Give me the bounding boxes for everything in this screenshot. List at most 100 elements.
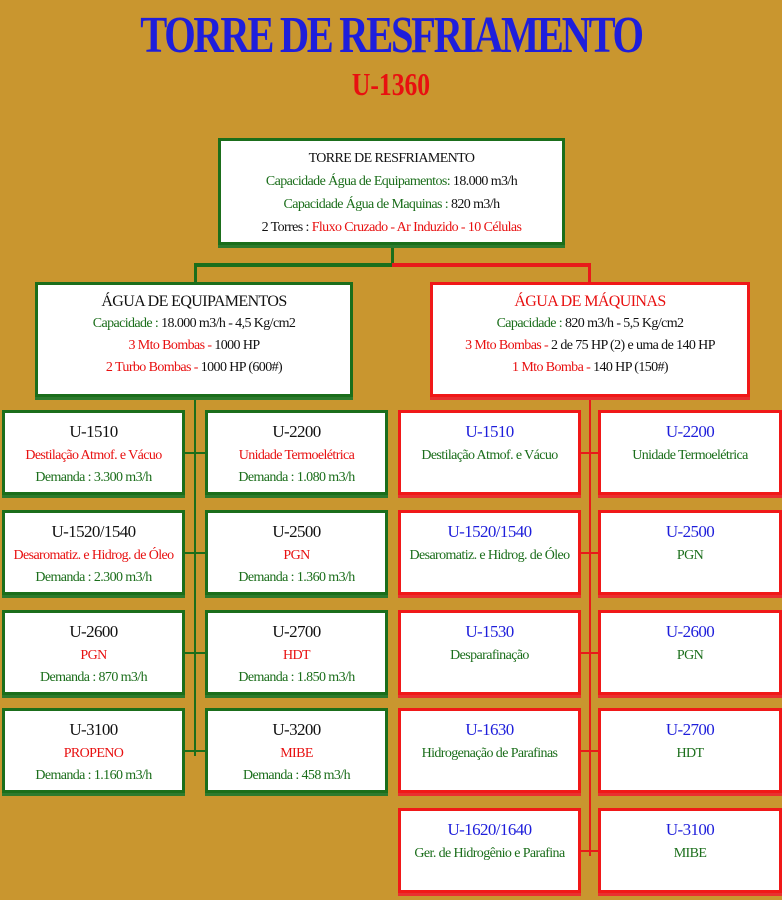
unit-description: Hidrogenação de Parafinas <box>421 746 558 761</box>
unit-code: U-3100 <box>665 820 715 839</box>
label: 2 Torres : <box>261 220 310 235</box>
machine-unit-box: U-1510 Destilação Atmof. e Vácuo <box>398 410 581 495</box>
label: Capacidade : <box>92 316 159 331</box>
connector <box>194 263 392 267</box>
cooling-tower-box: TORRE DE RESFRIAMENTO Capacidade Água de… <box>218 138 565 245</box>
connector <box>185 452 205 454</box>
unit-description: MIBE <box>280 746 313 761</box>
unit-description: Desaromatiz. e Hidrog. de Óleo <box>13 548 174 563</box>
unit-demand: Demanda : 2.300 m3/h <box>35 570 152 585</box>
machine-unit-box: U-1530 Desparafinação <box>398 610 581 695</box>
connector <box>581 552 598 554</box>
equipment-unit-box: U-2700 HDT Demanda : 1.850 m3/h <box>205 610 388 695</box>
unit-code: U-2700 <box>665 720 715 739</box>
label: 2 Turbo Bombas - <box>105 360 199 375</box>
unit-description: PGN <box>283 548 310 563</box>
unit-code: U-2600 <box>69 622 118 641</box>
unit-demand: Demanda : 1.160 m3/h <box>35 768 152 783</box>
label: Capacidade : <box>496 316 563 331</box>
connector <box>581 850 598 852</box>
label: 3 Mto Bombas - <box>465 338 549 353</box>
unit-code: U-1520/1540 <box>447 522 532 541</box>
machine-unit-box: U-1520/1540 Desaromatiz. e Hidrog. de Ól… <box>398 510 581 595</box>
value: 2 de 75 HP (2) e uma de 140 HP <box>551 338 715 353</box>
unit-code: U-2600 <box>665 622 715 641</box>
machine-water-box: ÁGUA DE MÁQUINAS Capacidade : 820 m3/h -… <box>430 282 750 397</box>
unit-demand: Demanda : 1.360 m3/h <box>238 570 355 585</box>
unit-code: U-3200 <box>272 720 321 739</box>
unit-description: Unidade Termoelétrica <box>632 448 748 463</box>
unit-description: PGN <box>676 548 704 563</box>
unit-demand: Demanda : 1.850 m3/h <box>238 670 355 685</box>
connector <box>581 452 598 454</box>
value: 820 m3/h <box>450 197 500 212</box>
connector <box>391 245 394 265</box>
equipment-unit-box: U-2500 PGN Demanda : 1.360 m3/h <box>205 510 388 595</box>
equipment-unit-box: U-3200 MIBE Demanda : 458 m3/h <box>205 708 388 793</box>
connector <box>581 750 598 752</box>
unit-description: Desaromatiz. e Hidrog. de Óleo <box>409 548 570 563</box>
unit-description: Ger. de Hidrogênio e Parafina <box>414 846 565 861</box>
unit-code: U-2500 <box>665 522 715 541</box>
connector <box>185 750 205 752</box>
equipment-water-box: ÁGUA DE EQUIPAMENTOS Capacidade : 18.000… <box>35 282 353 397</box>
equip-trunk-line <box>194 398 196 756</box>
unit-code: U-1520/1540 <box>51 522 136 541</box>
unit-description: PGN <box>80 648 107 663</box>
machine-unit-box: U-2200 Unidade Termoelétrica <box>598 410 782 495</box>
diagram-title: TORRE DE RESFRIAMENTO <box>140 7 644 64</box>
connector <box>392 263 590 267</box>
label: 3 Mto Bombas - <box>128 338 212 353</box>
equipment-unit-box: U-2200 Unidade Termoelétrica Demanda : 1… <box>205 410 388 495</box>
unit-description: Destilação Atmof. e Vácuo <box>421 448 558 463</box>
unit-demand: Demanda : 458 m3/h <box>242 768 351 783</box>
equipment-unit-box: U-3100 PROPENO Demanda : 1.160 m3/h <box>2 708 185 793</box>
label: Capacidade Água de Equipamentos: <box>265 174 451 189</box>
value: 18.000 m3/h <box>452 174 518 189</box>
unit-code: U-2200 <box>272 422 321 441</box>
machine-unit-box: U-2600 PGN <box>598 610 782 695</box>
unit-code: U-2200 <box>665 422 715 441</box>
value: 18.000 m3/h - 4,5 Kg/cm2 <box>161 316 296 331</box>
unit-code: U-3100 <box>69 720 118 739</box>
unit-code: U-2700 <box>272 622 321 641</box>
unit-description: Unidade Termoelétrica <box>238 448 355 463</box>
unit-code: U-1620/1640 <box>447 820 532 839</box>
connector <box>185 652 205 654</box>
connector <box>185 552 205 554</box>
unit-demand: Demanda : 870 m3/h <box>39 670 148 685</box>
unit-description: PGN <box>676 648 704 663</box>
value: 820 m3/h - 5,5 Kg/cm2 <box>564 316 684 331</box>
unit-description: HDT <box>283 648 311 663</box>
unit-code: U-1530 <box>465 622 514 641</box>
connector <box>194 263 197 283</box>
value: 140 HP (150#) <box>593 360 669 375</box>
value: Fluxo Cruzado - Ar Induzido - 10 Células <box>311 220 522 235</box>
label: 1 Mto Bomba - <box>512 360 591 375</box>
unit-description: PROPENO <box>63 746 124 761</box>
maq-trunk-line <box>589 398 591 856</box>
machine-unit-box: U-1620/1640 Ger. de Hidrogênio e Parafin… <box>398 808 581 893</box>
unit-code: U-1510 <box>69 422 118 441</box>
unit-code: U-1630 <box>465 720 514 739</box>
box-heading: TORRE DE RESFRIAMENTO <box>308 151 475 166</box>
unit-code: U-1510 <box>465 422 514 441</box>
equipment-unit-box: U-1520/1540 Desaromatiz. e Hidrog. de Ól… <box>2 510 185 595</box>
label: Capacidade Água de Maquinas : <box>283 197 449 212</box>
unit-code: U-2500 <box>272 522 321 541</box>
equipment-unit-box: U-2600 PGN Demanda : 870 m3/h <box>2 610 185 695</box>
connector <box>588 263 591 283</box>
unit-description: MIBE <box>673 846 707 861</box>
equipment-unit-box: U-1510 Destilação Atmof. e Vácuo Demanda… <box>2 410 185 495</box>
box-heading: ÁGUA DE MÁQUINAS <box>514 293 666 310</box>
unit-description: Desparafinação <box>450 648 529 663</box>
value: 1000 HP <box>214 338 260 353</box>
box-heading: ÁGUA DE EQUIPAMENTOS <box>101 293 287 310</box>
value: 1000 HP (600#) <box>200 360 283 375</box>
machine-unit-box: U-1630 Hidrogenação de Parafinas <box>398 708 581 793</box>
connector <box>581 652 598 654</box>
unit-description: Destilação Atmof. e Vácuo <box>25 448 162 463</box>
unit-demand: Demanda : 3.300 m3/h <box>35 470 152 485</box>
machine-unit-box: U-2700 HDT <box>598 708 782 793</box>
unit-description: HDT <box>676 746 705 761</box>
